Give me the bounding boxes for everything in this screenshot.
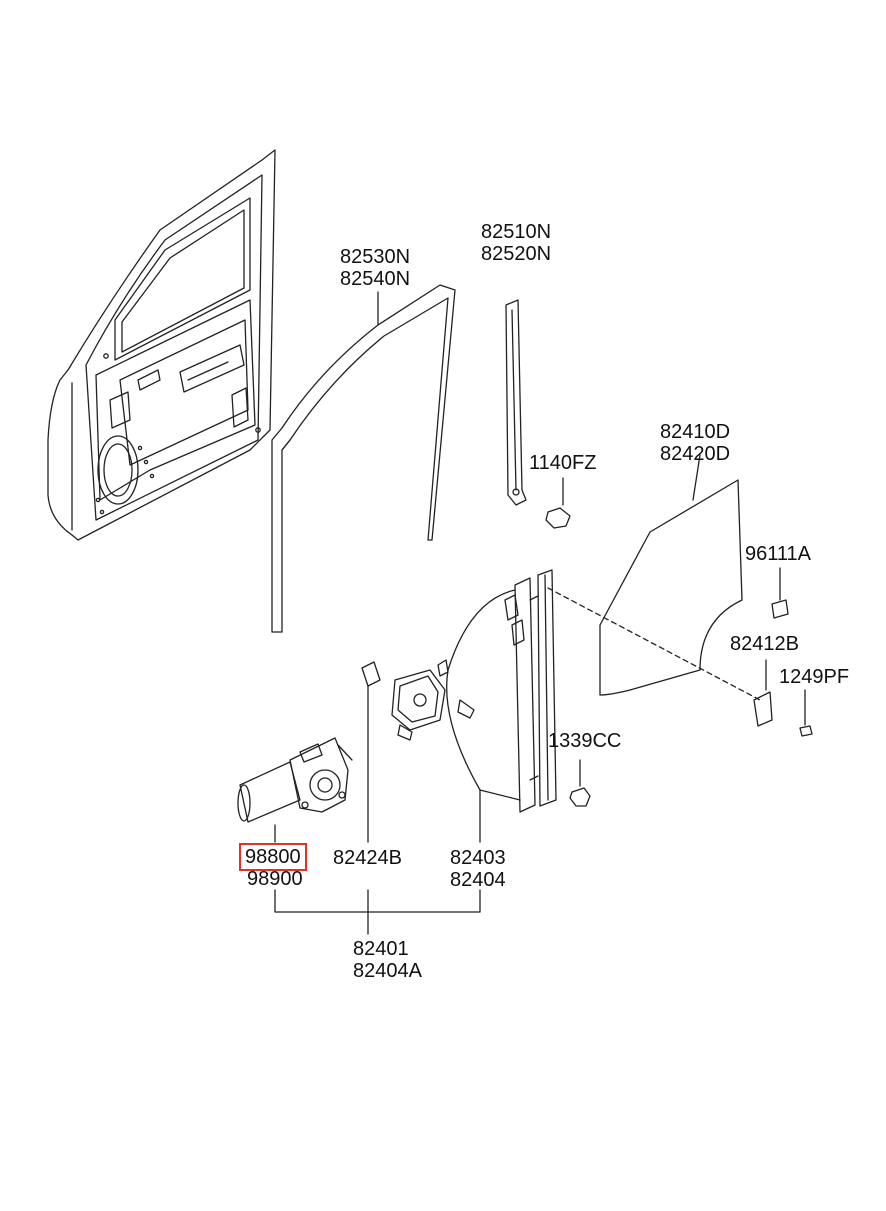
part-label-82404: 82404 bbox=[450, 869, 506, 891]
part-label-98900: 98900 bbox=[247, 868, 303, 890]
part-label-1140fz: 1140FZ bbox=[529, 452, 597, 474]
door-glass-illustration bbox=[599, 454, 743, 696]
bolt-1339cc-illustration bbox=[569, 759, 591, 807]
bolt-1140fz-illustration bbox=[545, 477, 571, 529]
bracket-82412b-illustration bbox=[547, 587, 813, 737]
part-label-82401: 82401 bbox=[353, 938, 409, 960]
part-label-82404a: 82404A bbox=[353, 960, 422, 982]
part-label-82412b: 82412B bbox=[730, 633, 799, 655]
part-label-82530n: 82530N bbox=[340, 246, 411, 268]
window-regulator-illustration bbox=[361, 569, 557, 843]
part-label-96111a: 96111A bbox=[745, 543, 811, 565]
door-panel-illustration bbox=[47, 149, 276, 541]
leader-lines bbox=[274, 291, 481, 935]
part-label-98800-highlighted[interactable]: 98800 bbox=[239, 843, 307, 871]
part-label-82540n: 82540N bbox=[340, 268, 411, 290]
window-motor-illustration bbox=[237, 737, 353, 843]
part-label-82510n: 82510N bbox=[481, 221, 552, 243]
part-label-82403: 82403 bbox=[450, 847, 506, 869]
part-label-82420d: 82420D bbox=[660, 443, 731, 465]
glass-run-channel-illustration bbox=[271, 284, 456, 633]
part-label-1249pf: 1249PF bbox=[779, 666, 850, 688]
part-label-82424b: 82424B bbox=[333, 847, 402, 869]
label-96111a-illustration bbox=[771, 567, 789, 619]
part-label-82520n: 82520N bbox=[481, 243, 552, 265]
part-label-82410d: 82410D bbox=[660, 421, 731, 443]
part-label-1339cc: 1339CC bbox=[548, 730, 622, 752]
rear-channel-illustration bbox=[505, 299, 527, 506]
